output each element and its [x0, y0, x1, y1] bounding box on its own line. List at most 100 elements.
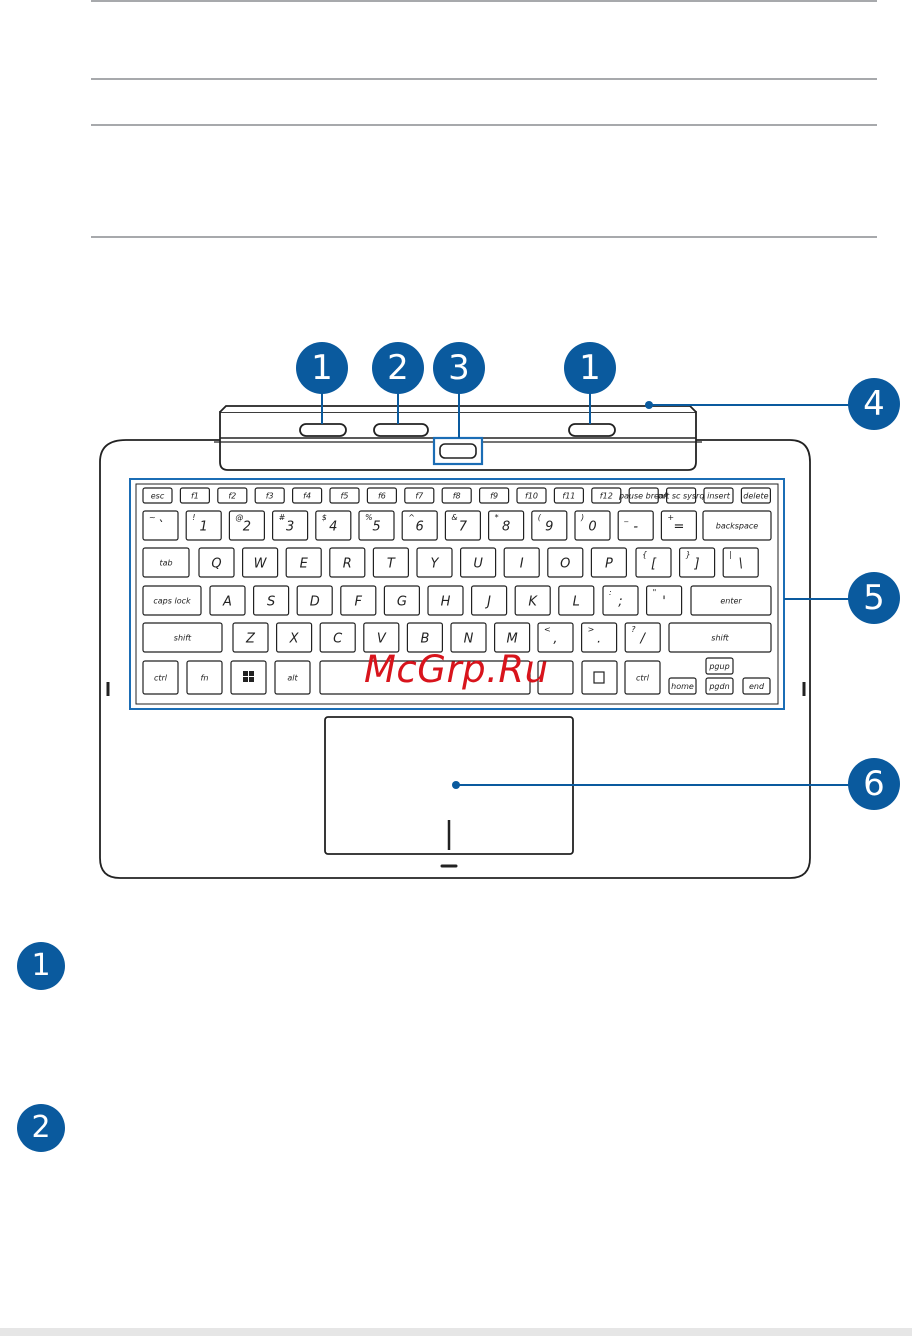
- key-f4-label: f4: [303, 492, 311, 501]
- key-num-0-label: `: [157, 520, 164, 535]
- key-x-label: X: [289, 632, 300, 647]
- callout-2-guide-post: 2: [372, 342, 424, 394]
- key-v-label: V: [377, 632, 387, 647]
- key-num-10: [574, 510, 611, 541]
- key-c-label: C: [333, 632, 343, 647]
- key-j: [471, 585, 508, 616]
- key-num-6: [401, 510, 438, 541]
- key-h: [427, 585, 464, 616]
- key-n: [450, 622, 487, 653]
- key-r: [329, 547, 366, 578]
- key-num-3: [272, 510, 309, 541]
- key-alt: [274, 660, 311, 695]
- key-delete: [740, 487, 772, 504]
- key-f6-label: f6: [378, 492, 386, 501]
- key-num-9-shift-label: (: [538, 513, 542, 522]
- key-f3-label: f3: [266, 492, 274, 501]
- footer-band: [0, 1328, 912, 1336]
- windows-logo-icon: [243, 671, 248, 676]
- guide-post: [373, 423, 429, 437]
- key-i: [503, 547, 540, 578]
- key-num-0-shift-label: ~: [149, 513, 156, 522]
- key-f3: [254, 487, 285, 504]
- key-z-extra-0-label: ,: [553, 632, 557, 647]
- key-q-extra-2-shift-label: |: [729, 550, 732, 559]
- key-m-label: M: [506, 632, 517, 647]
- key-caps-lock-label: caps lock: [153, 597, 191, 606]
- callout-4-hinge: 4: [848, 378, 900, 430]
- key-num-12-label: =: [673, 520, 684, 535]
- header-rule-1: [91, 78, 877, 80]
- key-num-4-shift-label: $: [322, 513, 327, 522]
- key-h-label: H: [441, 595, 451, 610]
- key-z-extra-2-shift-label: ?: [631, 625, 636, 634]
- key-f4: [292, 487, 323, 504]
- key-num-4: [315, 510, 352, 541]
- key-f5: [329, 487, 360, 504]
- key-b: [406, 622, 443, 653]
- key-f9-label: f9: [490, 492, 498, 501]
- key-num-2: [228, 510, 265, 541]
- key-q-label: Q: [211, 557, 221, 572]
- key-s-label: S: [267, 595, 275, 610]
- key-esc-label: esc: [151, 492, 165, 501]
- key-num-1-shift-label: !: [192, 513, 195, 522]
- key-shift-left: [142, 622, 223, 653]
- key-z-extra-2-label: /: [640, 632, 647, 647]
- key-d-label: D: [310, 595, 320, 610]
- key-a-extra-0-shift-label: :: [609, 588, 612, 597]
- key-f2-label: f2: [228, 492, 236, 501]
- key-alt-right: [537, 660, 574, 695]
- key-p: [590, 547, 628, 578]
- key-fn-label: fn: [201, 674, 209, 683]
- key-x: [276, 622, 313, 653]
- key-q-extra-1-shift-label: }: [686, 550, 691, 559]
- key-o-label: O: [560, 557, 570, 572]
- key-r-label: R: [343, 557, 352, 572]
- key-ctrl-left-label: ctrl: [154, 674, 168, 683]
- key-pgdn-label: pgdn: [708, 682, 729, 691]
- key-home: [668, 677, 697, 695]
- key-alt-label: alt: [287, 674, 298, 683]
- menu-icon: [593, 671, 605, 684]
- key-ctrl-right: [624, 660, 661, 695]
- key-z-extra-1: [580, 622, 618, 653]
- key-num-11-shift-label: _: [623, 513, 629, 522]
- key-a-extra-0-label: ;: [618, 595, 622, 610]
- key-backspace-label: backspace: [716, 522, 759, 531]
- key-s: [253, 585, 290, 616]
- key-pgup-label: pgup: [708, 662, 729, 671]
- base-body: [99, 439, 811, 879]
- key-pgdn: [705, 677, 734, 695]
- key-e-label: E: [300, 557, 309, 572]
- key-end: [742, 677, 771, 695]
- key-num-9: [531, 510, 568, 541]
- key-y: [416, 547, 453, 578]
- key-f8: [441, 487, 472, 504]
- key-m: [494, 622, 531, 653]
- key-pause-break-label: pause break: [618, 492, 669, 501]
- key-f1: [179, 487, 210, 504]
- key-q-extra-1-label: ]: [694, 557, 700, 572]
- key-end-label: end: [749, 682, 765, 691]
- key-windows: [230, 660, 267, 695]
- key-esc: [142, 487, 173, 504]
- key-q: [198, 547, 235, 578]
- key-f2: [217, 487, 248, 504]
- key-f9: [479, 487, 510, 504]
- key-q-extra-2-label: \: [739, 557, 743, 572]
- key-num-3-shift-label: #: [279, 513, 286, 522]
- key-a-extra-1: [645, 585, 683, 616]
- key-z: [232, 622, 269, 653]
- key-num-8-label: 8: [502, 520, 510, 535]
- key-prt-sc-sysrq: [665, 487, 697, 504]
- key-z-extra-2: [624, 622, 661, 653]
- key-d: [296, 585, 333, 616]
- key-z-label: Z: [245, 632, 256, 647]
- key-num-12: [660, 510, 698, 541]
- key-t-label: T: [387, 557, 396, 572]
- key-l: [558, 585, 595, 616]
- key-z-extra-1-label: .: [597, 632, 601, 647]
- key-t: [372, 547, 409, 578]
